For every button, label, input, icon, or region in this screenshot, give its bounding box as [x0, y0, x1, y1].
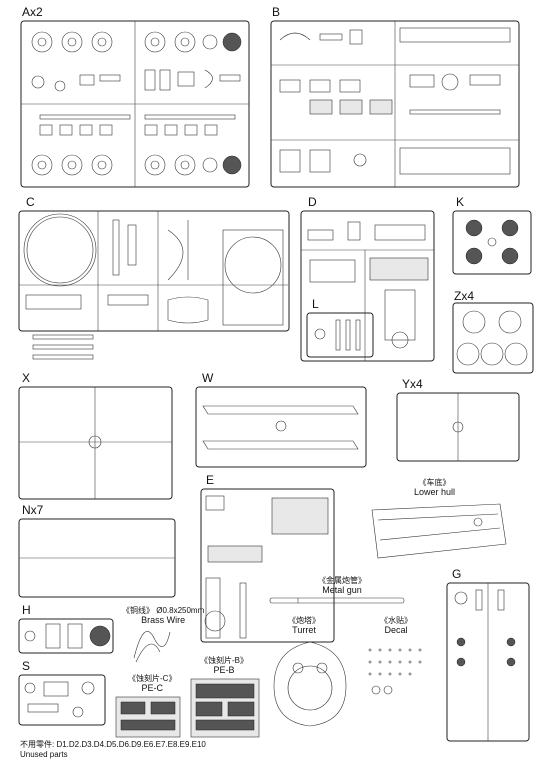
- sprue-b: [270, 20, 520, 188]
- brass-wire-drawing: [133, 631, 171, 663]
- brass-wire-caption: 《铜线》 Ø0.8x250mm Brass Wire: [122, 606, 204, 626]
- decal-cn: 《水贴》: [380, 616, 412, 625]
- pe-c-drawing: [115, 696, 181, 738]
- unused-parts-list: D1.D2.D3.D4.D5.D6.D9.E6.E7.E8.E9.E10: [56, 740, 206, 749]
- sprue-h: [18, 618, 114, 654]
- turret-cn: 《炮塔》: [288, 616, 320, 625]
- sprue-w: [195, 386, 367, 468]
- sprue-c: [18, 210, 290, 360]
- sprue-s: [18, 674, 106, 726]
- sprue-y: [396, 392, 520, 462]
- lower-hull-en: Lower hull: [414, 487, 456, 498]
- turret-caption: 《炮塔》 Turret: [288, 616, 320, 636]
- pe-c-caption: 《蚀刻片-C》 PE-C: [128, 674, 176, 694]
- sprue-d: [300, 210, 435, 362]
- pe-c-cn: 《蚀刻片-C》: [128, 674, 177, 683]
- sprue-a: [20, 20, 250, 188]
- lower-hull-caption: 《车底》 Lower hull: [414, 478, 455, 498]
- turret-en: Turret: [292, 625, 316, 636]
- turret-drawing: [273, 641, 347, 727]
- sprue-label-h: H: [22, 603, 31, 617]
- lower-hull-cn: 《车底》: [418, 478, 451, 487]
- decal-caption: 《水贴》 Decal: [380, 616, 412, 636]
- road-wheel-bottom-row: [31, 154, 242, 176]
- sprue-label-l: L: [312, 297, 319, 311]
- sprue-label-w: W: [202, 371, 214, 385]
- sprue-l: [306, 312, 374, 358]
- decal-en: Decal: [384, 625, 408, 636]
- metal-gun-en: Metal gun: [322, 585, 362, 596]
- sprue-label-g: G: [452, 567, 462, 581]
- decal-sheet-drawing: [368, 648, 422, 695]
- metal-gun-caption: 《金属炮管》 Metal gun: [318, 576, 366, 596]
- sprue-x: [18, 386, 173, 500]
- pe-c-en: PE-C: [141, 683, 163, 694]
- brass-wire-en: Brass Wire: [141, 615, 186, 626]
- metal-gun-cn: 《金属炮管》: [318, 576, 366, 585]
- pe-b-caption: 《蚀刻片-B》 PE-B: [200, 656, 248, 676]
- metal-gun-drawing: [269, 597, 405, 604]
- lower-hull-drawing: [371, 503, 507, 559]
- pe-b-cn: 《蚀刻片-B》: [200, 656, 248, 665]
- unused-parts-en: Unused parts: [20, 750, 68, 760]
- brass-wire-cn: 《铜线》 Ø0.8x250mm: [122, 606, 205, 615]
- pe-b-drawing: [190, 678, 260, 738]
- pe-b-en: PE-B: [213, 665, 235, 676]
- sprue-label-k: K: [456, 195, 465, 209]
- sprue-k: [452, 210, 532, 275]
- sprue-label-z: Zx4: [454, 289, 475, 303]
- unused-parts-cn-prefix: 不用零件:: [20, 740, 57, 749]
- sprue-label-b: B: [272, 5, 281, 19]
- road-wheel-top-row: [31, 31, 242, 53]
- sprue-e: [200, 488, 335, 643]
- sprue-z: [452, 302, 534, 374]
- sprue-n: [18, 518, 176, 598]
- sprue-label-x: X: [22, 371, 31, 385]
- sprue-label-n: Nx7: [22, 503, 44, 517]
- sprue-label-a: Ax2: [22, 5, 43, 19]
- sprue-a-small-parts: [31, 69, 241, 136]
- sprue-label-s: S: [22, 659, 31, 673]
- sprue-label-d: D: [308, 195, 317, 209]
- sprue-label-y: Yx4: [402, 377, 423, 391]
- sprue-label-e: E: [206, 473, 215, 487]
- unused-parts-note: 不用零件: D1.D2.D3.D4.D5.D6.D9.E6.E7.E8.E9.E…: [20, 740, 206, 761]
- sprue-label-c: C: [26, 195, 35, 209]
- sprue-g: [446, 582, 530, 742]
